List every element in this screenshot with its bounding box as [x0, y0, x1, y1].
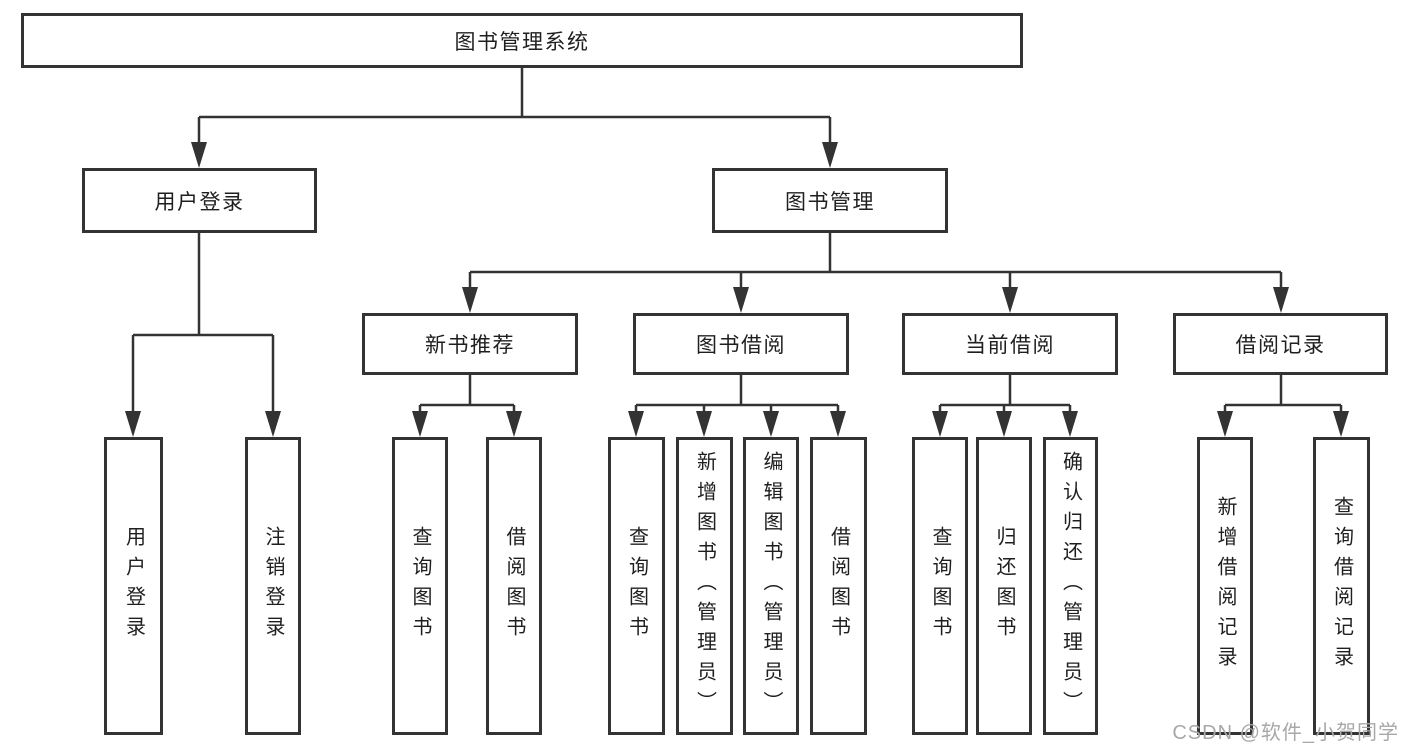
watermark: CSDN @软件_小贺同学 — [1172, 722, 1399, 744]
leaf-cb-query-books: 查询图书 — [912, 437, 968, 735]
leaf-bb-edit-books-admin: 编辑图书（管理员） — [743, 437, 799, 735]
leaf-br-query-record: 查询借阅记录 — [1313, 437, 1370, 735]
leaf-br-add-record: 新增借阅记录 — [1197, 437, 1253, 735]
leaf-nbr-query-books: 查询图书 — [392, 437, 448, 735]
node-borrowing-records: 借阅记录 — [1173, 313, 1388, 375]
leaf-logout: 注销登录 — [245, 437, 301, 735]
leaf-bb-query-books: 查询图书 — [608, 437, 665, 735]
node-book-management: 图书管理 — [712, 168, 948, 233]
node-user-login: 用户登录 — [82, 168, 317, 233]
node-library-management-system: 图书管理系统 — [21, 13, 1023, 68]
leaf-cb-confirm-return-admin: 确认归还（管理员） — [1043, 437, 1098, 735]
leaf-nbr-borrow-books: 借阅图书 — [486, 437, 542, 735]
leaf-cb-return-books: 归还图书 — [976, 437, 1032, 735]
leaf-bb-add-books-admin: 新增图书（管理员） — [676, 437, 733, 735]
node-book-borrowing: 图书借阅 — [633, 313, 849, 375]
leaf-bb-borrow-books: 借阅图书 — [810, 437, 867, 735]
leaf-user-login: 用户登录 — [104, 437, 163, 735]
node-current-borrowing: 当前借阅 — [902, 313, 1118, 375]
node-new-book-recommendation: 新书推荐 — [362, 313, 578, 375]
